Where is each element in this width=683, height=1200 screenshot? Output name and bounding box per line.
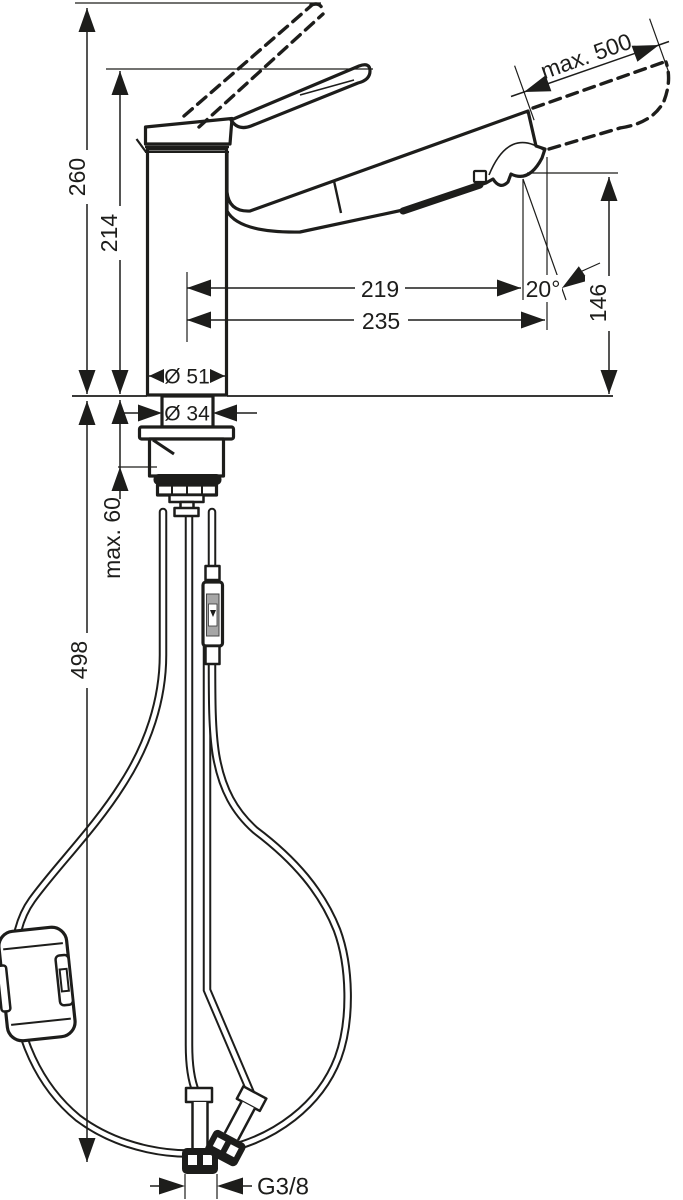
faucet-spout xyxy=(225,109,547,234)
body-diameter-label: Ø 51 xyxy=(164,366,210,389)
escutcheon-plate xyxy=(137,425,236,441)
dimension-spray-angle: 20° xyxy=(526,262,601,302)
g38-connector-angled xyxy=(205,1085,268,1167)
dimension-max-reach: 235 xyxy=(187,307,545,334)
handle-cap xyxy=(143,116,234,146)
pullout-hose-loop xyxy=(9,507,352,1158)
connection-thread-label: G3/8 xyxy=(257,1174,309,1200)
spout-seam xyxy=(332,180,343,214)
sprayhead-button xyxy=(472,169,488,184)
faucet-body-group xyxy=(135,63,547,397)
supply-hose-angled xyxy=(202,595,258,1103)
dimension-total-height: 260 xyxy=(64,8,96,394)
g38-nut xyxy=(182,1148,218,1174)
outlet-height-label: 146 xyxy=(585,284,611,322)
dimension-mounting-depth: max. 60 xyxy=(99,400,129,579)
hose-weight xyxy=(0,925,77,1043)
mounting-depth-label: max. 60 xyxy=(99,497,125,579)
threaded-stud-foot xyxy=(173,506,200,518)
supply-hose-straight xyxy=(184,509,201,1097)
extension-lines xyxy=(75,2,669,1199)
hose-length-label: 498 xyxy=(66,641,92,679)
shank-diameter-label: Ø 34 xyxy=(164,403,210,426)
sprayhead-trigger xyxy=(399,181,484,215)
dimension-shank-diameter: Ø 34 xyxy=(120,403,257,426)
cap-tick xyxy=(135,138,147,153)
dimension-outlet-height: 146 xyxy=(585,177,618,394)
gasket-ring xyxy=(153,474,222,485)
weight-clip-left xyxy=(0,964,12,1013)
handle-lever xyxy=(229,63,372,130)
dimension-spout-tip-height: 214 xyxy=(96,71,129,394)
sprayhead-joint-arc xyxy=(488,141,546,176)
dimension-body-diameter: Ø 51 xyxy=(149,363,225,389)
spray-angle-label: 20° xyxy=(526,276,561,302)
spout-reach-label: 219 xyxy=(361,276,399,302)
sticker-arrow-icon xyxy=(210,610,216,617)
spout-tip-height-label: 214 xyxy=(96,214,122,253)
g38-connector-straight xyxy=(182,1086,218,1174)
g38-nut xyxy=(205,1129,246,1167)
weight-clip-latch xyxy=(58,967,70,993)
dimension-hose-length: 498 xyxy=(66,401,96,1162)
dimension-connection-thread: G3/8 xyxy=(150,1174,309,1200)
mounting-assembly xyxy=(137,394,236,512)
pullout-hose-connector xyxy=(201,564,225,666)
dimension-spout-reach: 219 xyxy=(187,275,521,302)
sprayhead-pulled-dashed xyxy=(531,59,671,151)
max-reach-label: 235 xyxy=(362,308,400,334)
set-screw-pin xyxy=(152,438,175,456)
total-height-label: 260 xyxy=(64,158,90,196)
handle-raised-dashed xyxy=(182,2,325,129)
